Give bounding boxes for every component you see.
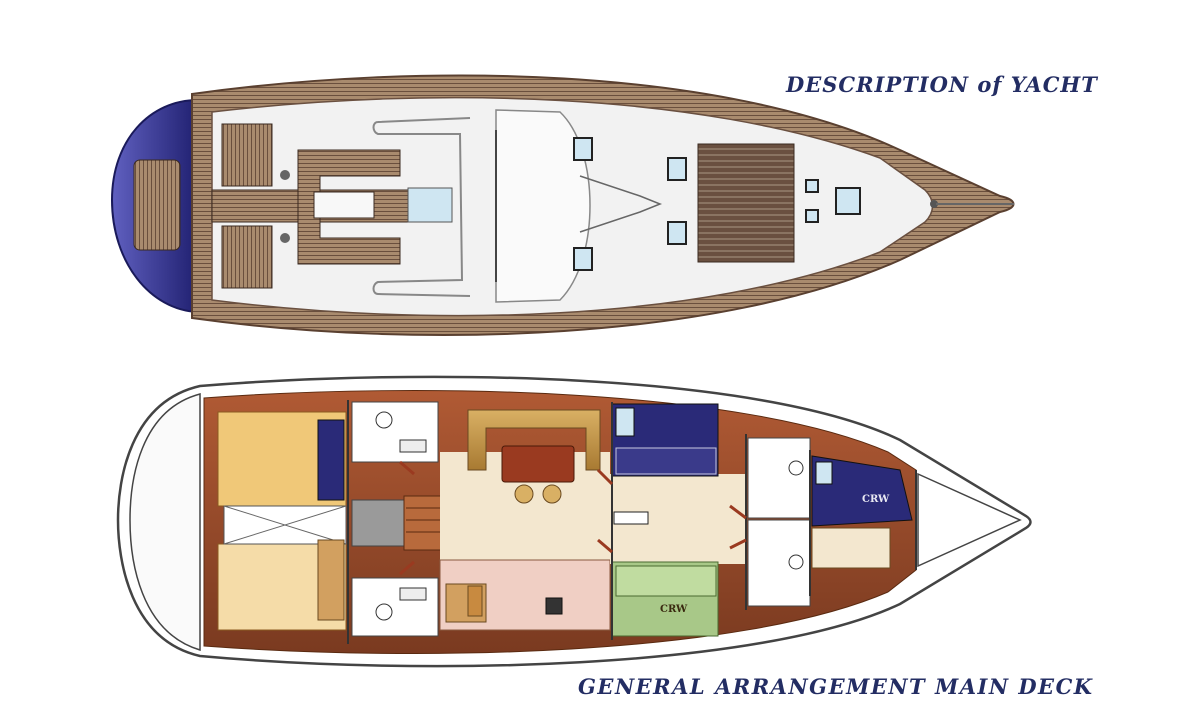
coachroof (495, 109, 591, 303)
toilet-aft-lower (375, 603, 393, 621)
door-1 (399, 460, 415, 476)
stool-2 (542, 484, 562, 504)
cockpit-bench-lower (221, 225, 273, 289)
coachroof-coaming (372, 117, 471, 297)
winch-lower (280, 233, 290, 243)
toilet-aft-upper (375, 411, 393, 429)
crew-cabin-fwd-pillow (815, 461, 833, 485)
door-3 (596, 468, 614, 486)
description-title: DESCRIPTION of YACHT (786, 72, 1098, 97)
crew-label-aft: CRW (660, 604, 688, 615)
hatch-1 (573, 137, 593, 161)
companionway-steps (403, 495, 447, 551)
arrangement-title: GENERAL ARRANGEMENT MAIN DECK (578, 674, 1094, 699)
door-5 (729, 504, 747, 520)
cockpit-bench-upper (221, 123, 273, 187)
aft-head-lower (351, 577, 439, 637)
bow-fitting (930, 200, 938, 208)
aft-cabin-locker-lower (317, 539, 345, 621)
swim-platform (133, 159, 181, 251)
engine-box (351, 499, 405, 547)
helm-console (407, 187, 453, 223)
hatch-7 (805, 209, 819, 223)
toilet-fwd-upper (788, 460, 804, 476)
cockpit-table (313, 191, 375, 219)
stool-1 (514, 484, 534, 504)
basin-aft-lower (399, 587, 427, 601)
foredeck-sunpad (697, 143, 795, 263)
winch-upper (280, 170, 290, 180)
crew-fwd-floor (811, 527, 891, 569)
aft-head-upper (351, 401, 439, 463)
door-4 (597, 538, 613, 554)
shroud-lines (579, 175, 663, 233)
hatch-4 (667, 221, 687, 245)
forepeak (917, 472, 1022, 568)
hatch-2 (573, 247, 593, 271)
crew-label-fwd: CRW (862, 494, 890, 505)
mast-base (613, 511, 649, 525)
deck-plan (110, 74, 1015, 336)
fwd-cabin-upper-bunk (615, 447, 717, 475)
basin-aft-upper (399, 439, 427, 453)
hatch-5 (835, 187, 861, 215)
aft-cabin-floor-cross-2 (223, 505, 347, 545)
galley-fridge (467, 585, 483, 617)
fwd-cabin-upper-pillow (615, 407, 635, 437)
door-2 (399, 560, 415, 576)
hatch-3 (667, 157, 687, 181)
salon-table (501, 445, 575, 483)
toilet-fwd-lower (788, 554, 804, 570)
galley-stove (545, 597, 563, 615)
door-6 (729, 538, 747, 550)
fwd-head-upper (747, 437, 811, 519)
crew-cabin-fwd (811, 455, 913, 527)
aft-cabin-locker-upper (317, 419, 345, 501)
salon-settee (467, 409, 601, 471)
stern-locker (129, 393, 201, 652)
arrangement-plan: CRW CRW (116, 375, 1032, 668)
hatch-6 (805, 179, 819, 193)
crew-cabin-aft-bunk (615, 565, 717, 597)
